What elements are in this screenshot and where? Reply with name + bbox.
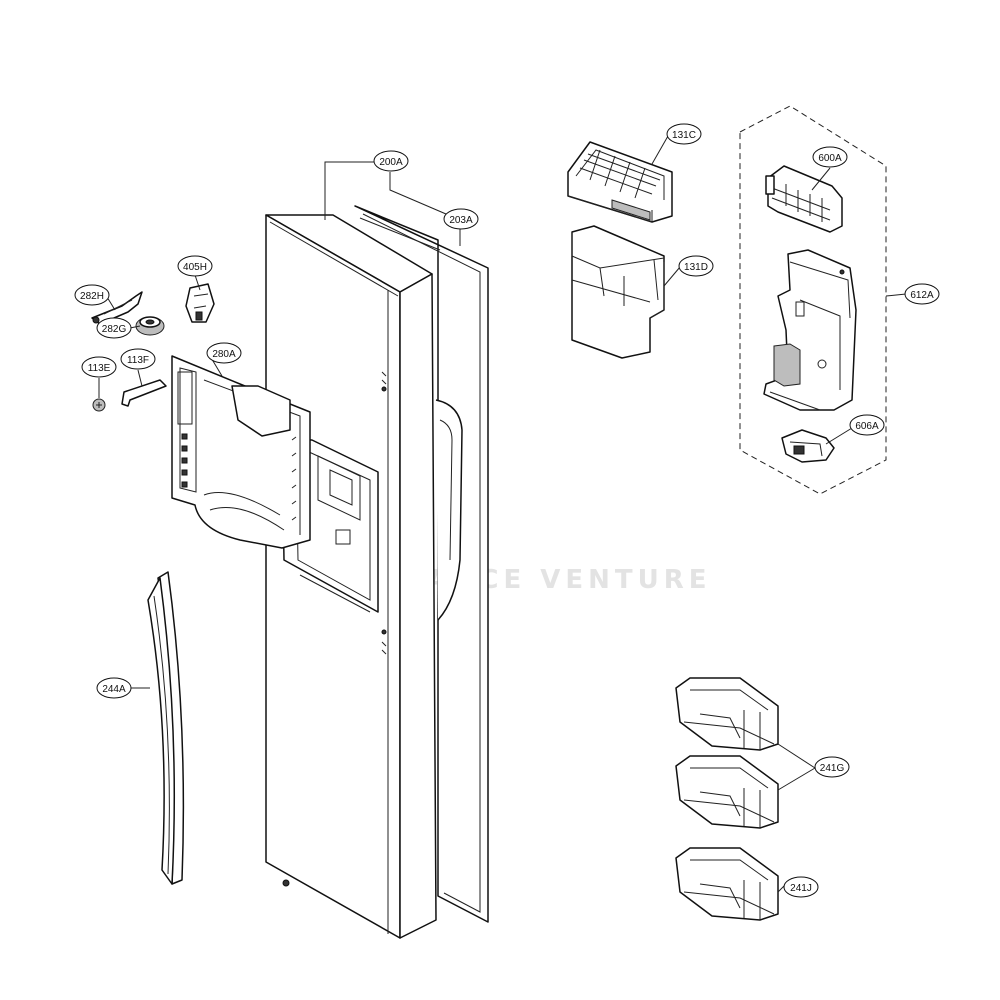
callout-131D-label: 131D [684,262,708,273]
callout-405H: 405H [177,255,213,277]
callout-241J: 241J [783,876,819,898]
switch-part-405H [185,283,215,323]
assembly-612A-boundary [739,105,887,495]
ice-maker-600A [765,165,843,233]
callout-113F-label: 113F [127,355,149,366]
callout-244A-label: 244A [102,684,126,695]
ice-maker-housing [763,249,857,411]
door-bin-middle [675,755,779,829]
callout-200A: 200A [373,150,409,172]
ice-bin-lid [567,141,673,223]
callout-282H-label: 282H [80,291,104,302]
callout-600A: 600A [812,146,848,168]
bracket-part-113F [121,379,167,407]
door-handle [147,571,185,885]
callout-600A-label: 600A [818,153,842,164]
callout-131C-label: 131C [672,130,696,141]
callout-113E-label: 113E [88,363,111,374]
door-bin-upper [675,677,779,751]
callout-241G: 241G [814,756,850,778]
callout-241J-label: 241J [790,883,812,894]
door-gasket [354,205,489,923]
callout-113E: 113E [81,356,117,378]
callout-200A-label: 200A [379,157,403,168]
callout-606A-label: 606A [855,421,879,432]
callout-280A-label: 280A [212,349,236,360]
callout-612A: 612A [904,283,940,305]
door-bin-lower [675,847,779,921]
callout-131D: 131D [678,255,714,277]
ice-bin [571,225,665,359]
callout-241G-label: 241G [820,763,845,774]
screw-part-113E [92,398,106,412]
callout-405H-label: 405H [183,262,207,273]
callout-203A-label: 203A [449,215,473,226]
cap-part-282G [135,316,165,336]
callout-131C: 131C [666,123,702,145]
callout-606A: 606A [849,414,885,436]
callout-282G-label: 282G [102,324,127,335]
callout-280A: 280A [206,342,242,364]
callout-113F: 113F [120,348,156,370]
dispenser-cover [171,355,311,549]
callout-282G: 282G [96,317,132,339]
callout-282H: 282H [74,284,110,306]
callout-612A-label: 612A [910,290,934,301]
auger-motor-606A [781,429,835,463]
callout-244A: 244A [96,677,132,699]
callout-203A: 203A [443,208,479,230]
